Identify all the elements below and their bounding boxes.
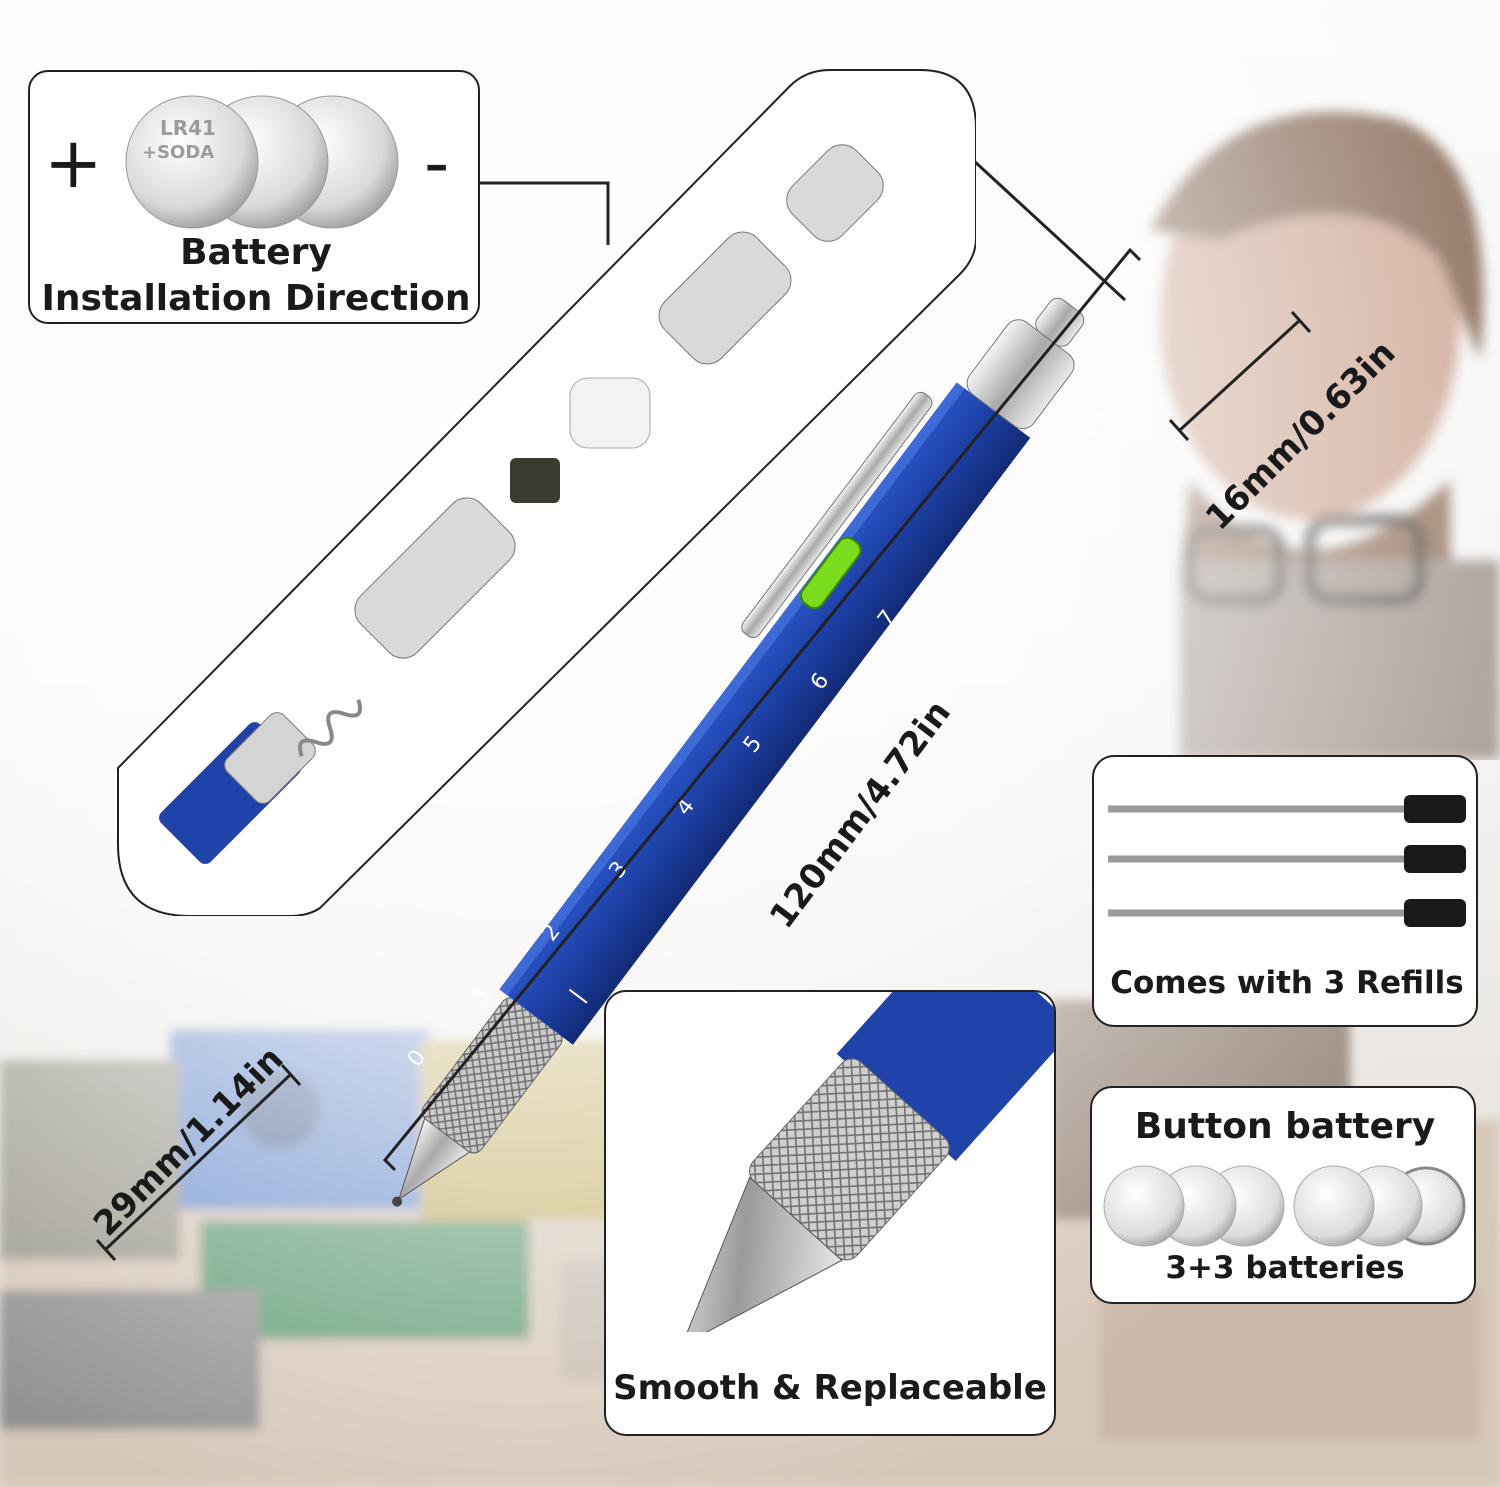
ruler-number: 1 — [470, 983, 498, 1009]
battery-title-line1: Battery — [180, 232, 332, 273]
battery-cells-icon — [125, 95, 399, 229]
button-battery-title: Button battery — [1134, 1106, 1436, 1147]
minus-sign: - — [424, 122, 450, 204]
cell-text: LR41 — [160, 116, 216, 140]
ruler-number: 9 — [1008, 480, 1036, 506]
battery-title-line2: Installation Direction — [41, 278, 471, 319]
tip-closeup-card: Smooth & Replaceable — [604, 990, 1056, 1436]
ruler-number: 10 — [1075, 406, 1112, 443]
tip-caption: Smooth & Replaceable — [613, 1368, 1047, 1408]
button-battery-caption: 3+3 batteries — [1165, 1250, 1405, 1286]
button-battery-card: Button battery 3+3 batteries — [1090, 1086, 1476, 1304]
tip-closeup-icon — [681, 992, 1054, 1332]
refills-caption: Comes with 3 Refills — [1110, 965, 1464, 1001]
cell-text-2: +SODA — [142, 142, 215, 163]
refills-card: Comes with 3 Refills — [1092, 755, 1478, 1027]
refills-icon — [1108, 795, 1466, 927]
battery-direction-card: + LR41 +SODA - Battery Installation Dire… — [28, 70, 480, 324]
exploded-view-card — [110, 68, 976, 916]
button-cells-icon — [1103, 1165, 1466, 1247]
ruler-number: 0 — [403, 1045, 431, 1071]
plus-sign: + — [44, 122, 103, 204]
exploded-parts-icon — [159, 144, 884, 864]
